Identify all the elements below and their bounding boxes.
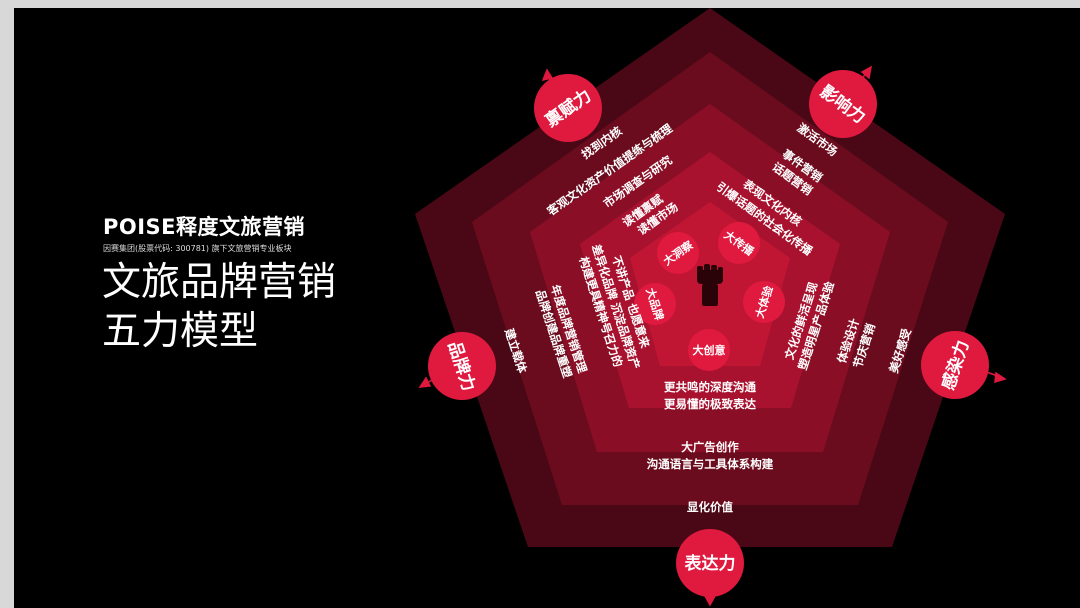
force-circle-right: 感染力 [921,331,989,399]
inner-circle-top-right: 大传播 [718,222,760,264]
logo: POISE释度文旅营销 因赛集团(股票代码: 300781) 旗下文旅营销专业板… [103,211,305,254]
force-circle-top-right: 影响力 [809,70,877,138]
logo-subtitle: 因赛集团(股票代码: 300781) 旗下文旅营销专业板块 [103,244,292,253]
force-circle-bottom: 表达力 [676,529,744,597]
force-circle-top-left: 禀赋力 [534,74,602,142]
title-line-1: 文旅品牌营销 [102,260,337,305]
b-inner-label-2: 更易懂的极致表达 [664,397,756,411]
b-mid-label-1: 大广告创作 [681,440,739,454]
logo-wordmark: POISE释度文旅营销 [103,215,306,239]
force-label-bottom: 表达力 [685,553,736,574]
page-title: 文旅品牌营销 五力模型 [102,258,336,356]
fist-icon [697,264,723,306]
b-inner-label-1: 更共鸣的深度沟通 [664,380,756,394]
force-circle-left: 品牌力 [428,332,496,400]
inner-circle-top-left: 大洞察 [657,232,699,274]
title-line-2: 五力模型 [102,309,259,354]
b-mid-label-2: 沟通语言与工具体系构建 [647,457,774,471]
b-outer-label: 显化价值 [687,500,733,514]
inner-circle-right: 大体验 [743,281,785,323]
inner-circle-bottom: 大创意 [688,329,730,371]
svg-text:大创意: 大创意 [693,343,726,357]
inner-circle-left: 大品牌 [634,283,676,325]
